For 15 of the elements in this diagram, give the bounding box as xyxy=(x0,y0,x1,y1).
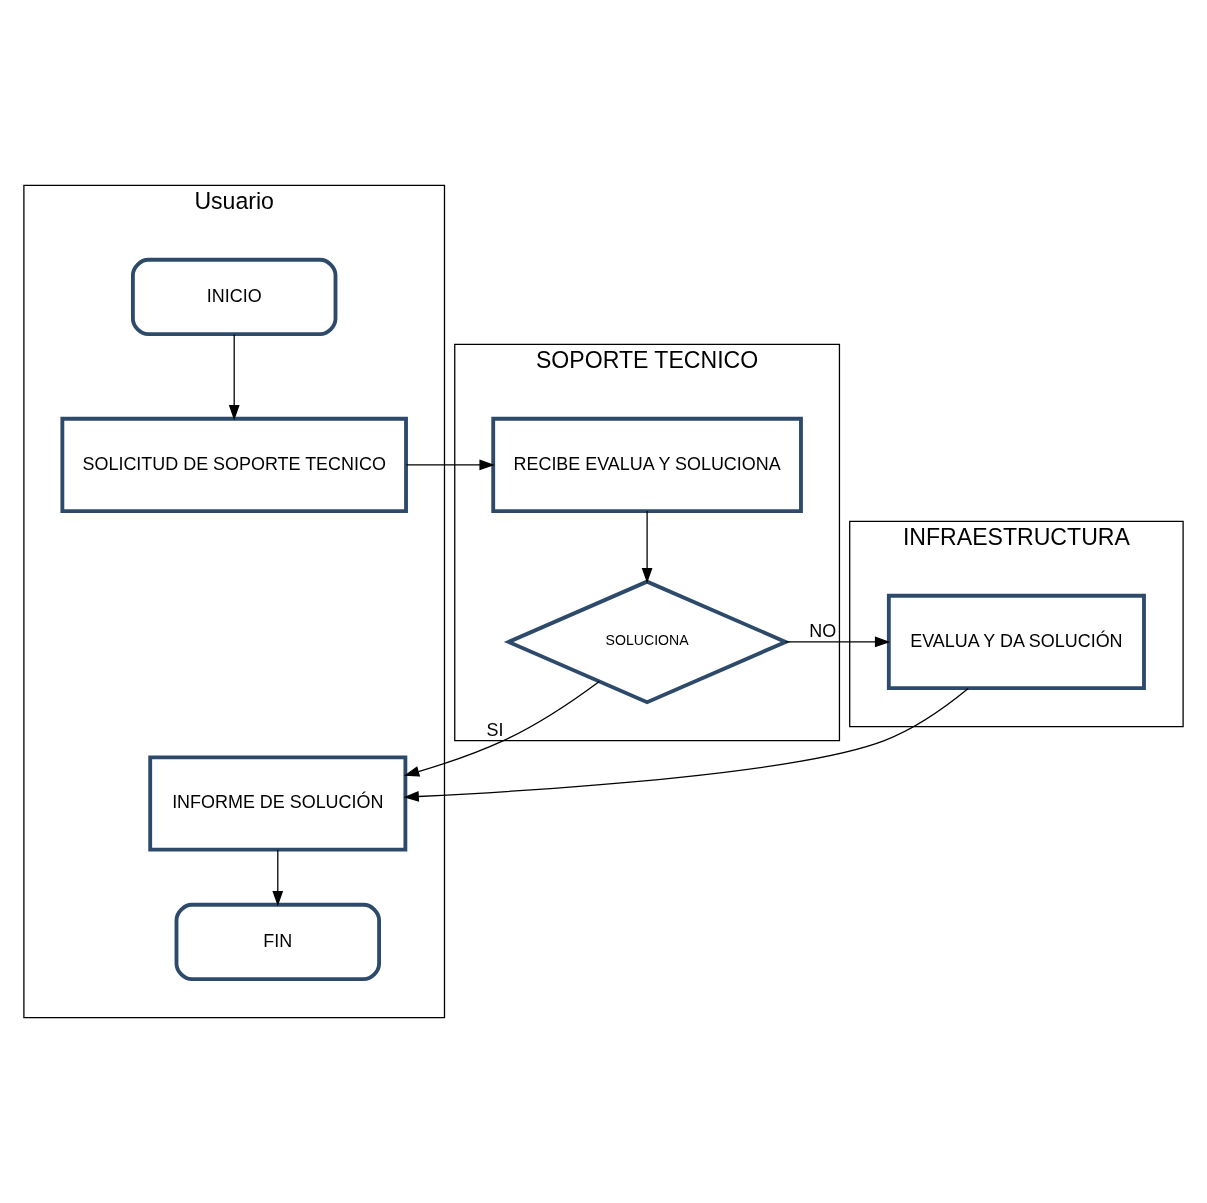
arrow xyxy=(403,680,600,777)
node-box: SOLICITUD DE SOPORTE TECNICO xyxy=(60,416,408,514)
node-box: FIN xyxy=(174,902,381,982)
node-box: INFORME DE SOLUCIÓN xyxy=(148,755,408,852)
arrow xyxy=(403,687,969,802)
node-box: RECIBE EVALUA Y SOLUCIONA xyxy=(491,416,803,514)
node-box: INICIO xyxy=(130,257,338,337)
edge-label: NO xyxy=(809,621,837,642)
edge-label: SI xyxy=(486,719,504,740)
arrow xyxy=(641,510,653,584)
arrow xyxy=(272,849,284,907)
arrow xyxy=(405,459,495,471)
arrow xyxy=(228,333,240,421)
arrow xyxy=(784,636,891,648)
node-box: EVALUA Y DA SOLUCIÓN xyxy=(886,593,1146,690)
